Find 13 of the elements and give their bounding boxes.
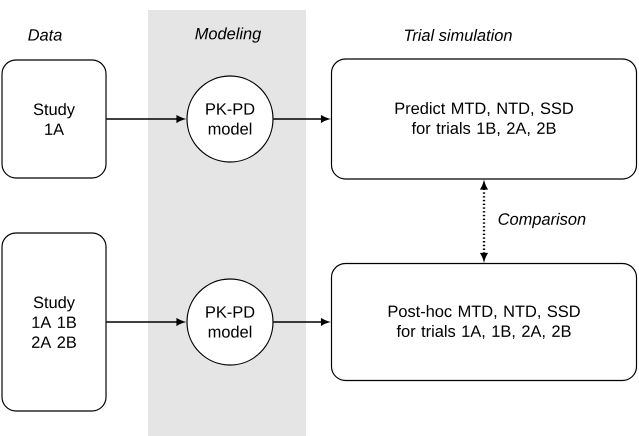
column-heading: Modeling bbox=[195, 27, 262, 43]
arrow bbox=[274, 318, 329, 326]
process-box: Post-hoc MTD, NTD, SSD for trials 1A, 1B, 2A, 2B bbox=[330, 262, 638, 382]
process-box: Predict MTD, NTD, SSD for trials 1B, 2A, 2B bbox=[330, 58, 638, 180]
edge-label: Comparison bbox=[498, 212, 586, 228]
arrow bbox=[106, 318, 184, 326]
arrow bbox=[274, 115, 329, 123]
column-heading: Data bbox=[28, 29, 62, 41]
column-heading: Trial simulation bbox=[404, 28, 512, 42]
arrow bbox=[106, 115, 184, 123]
process-box: Study 1A bbox=[1, 59, 107, 179]
process-box: Study 1A 1B 2A 2B bbox=[1, 232, 107, 412]
arrow bbox=[480, 182, 488, 260]
